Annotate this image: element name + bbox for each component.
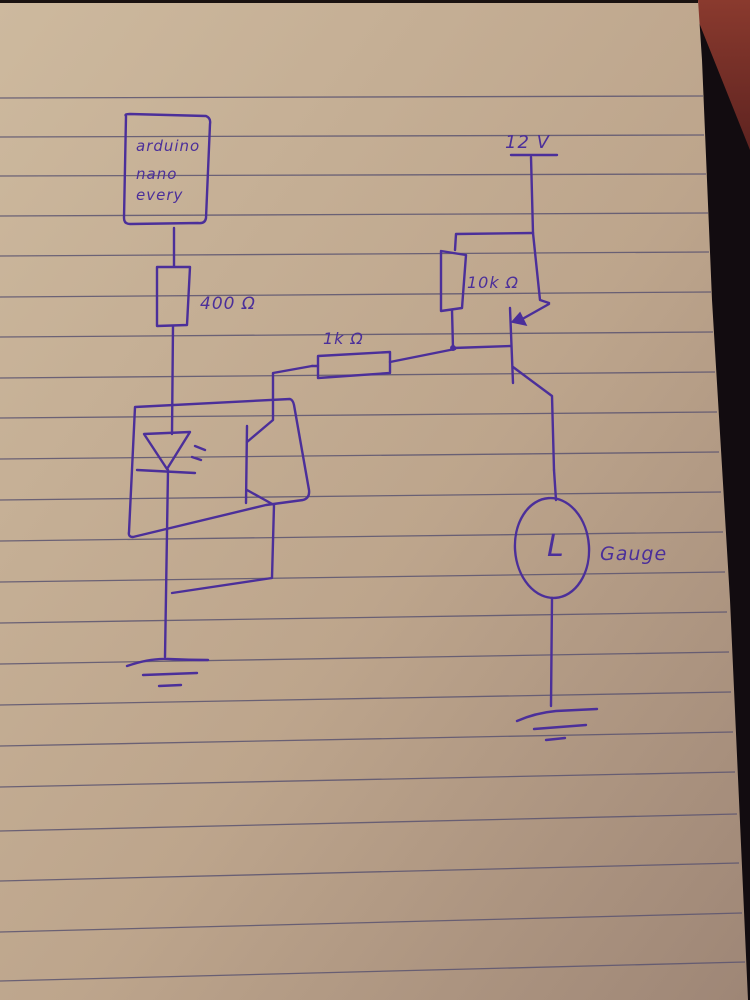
supply-12v: 12 V bbox=[505, 132, 559, 235]
resistor-1k-label: 1k Ω bbox=[323, 329, 364, 348]
resistor-400-label: 400 Ω bbox=[200, 294, 256, 314]
gauge-label: Gauge bbox=[600, 543, 667, 565]
resistor-10k: 10k Ω bbox=[439, 231, 535, 351]
arduino-block: arduino nano every bbox=[122, 112, 212, 226]
resistor-400: 400 Ω bbox=[155, 265, 256, 328]
gauge-symbol-letter: L bbox=[547, 529, 565, 564]
mcu-label-line2: nano bbox=[136, 165, 177, 183]
led-symbol bbox=[135, 430, 207, 475]
mcu-label-line1: arduino bbox=[136, 137, 200, 155]
ground-symbol-right bbox=[515, 707, 599, 742]
phototransistor-symbol bbox=[170, 364, 314, 595]
ground-symbol-left bbox=[125, 657, 210, 688]
mcu-label-line3: every bbox=[136, 186, 184, 204]
pnp-transistor bbox=[508, 231, 556, 472]
supply-label: 12 V bbox=[505, 132, 551, 153]
ruled-lines bbox=[0, 95, 746, 982]
wire-led-to-ground bbox=[163, 468, 170, 659]
resistor-1k: 1k Ω bbox=[310, 329, 457, 380]
table-surface bbox=[690, 0, 750, 150]
optocoupler-package bbox=[127, 397, 311, 539]
wire-r1-to-led bbox=[170, 324, 175, 436]
paper-top-edge bbox=[0, 0, 698, 3]
gauge-symbol: L Gauge bbox=[513, 468, 667, 708]
resistor-10k-label: 10k Ω bbox=[467, 273, 519, 292]
